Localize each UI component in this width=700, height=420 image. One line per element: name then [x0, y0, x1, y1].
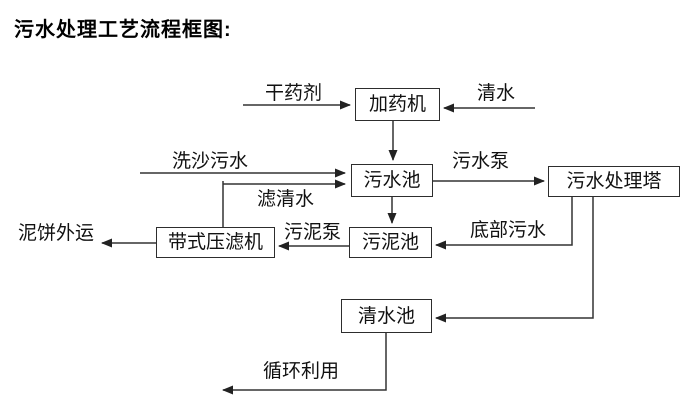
label-sludge-pump: 污泥泵	[284, 222, 342, 243]
arrow-recycling-out	[222, 333, 387, 395]
node-sewage-pool: 污水池	[351, 164, 433, 197]
node-sludge-pool: 污泥池	[349, 227, 432, 258]
label-dry-agent: 干药剂	[265, 83, 323, 104]
label-filtered-water: 滤清水	[257, 189, 315, 210]
label-bottom-sewage: 底部污水	[470, 220, 547, 241]
label-sewage-pump: 污水泵	[452, 151, 510, 172]
node-belt-filter-press: 带式压滤机	[156, 227, 275, 258]
arrow-tower-to-clean-pool	[435, 197, 594, 323]
arrow-bottom-sewage-to-sludge-pool	[435, 197, 573, 250]
page-title: 污水处理工艺流程框图:	[14, 19, 232, 41]
node-sewage-treatment-tower: 污水处理塔	[548, 166, 680, 197]
node-dosing-machine: 加药机	[355, 88, 440, 121]
label-sand-washing-sewage: 洗沙污水	[172, 151, 249, 172]
node-clean-water-pool: 清水池	[341, 299, 432, 333]
label-recycling: 循环利用	[263, 361, 340, 382]
label-mud-cake-out: 泥饼外运	[18, 223, 95, 244]
label-clean-water: 清水	[477, 83, 516, 104]
